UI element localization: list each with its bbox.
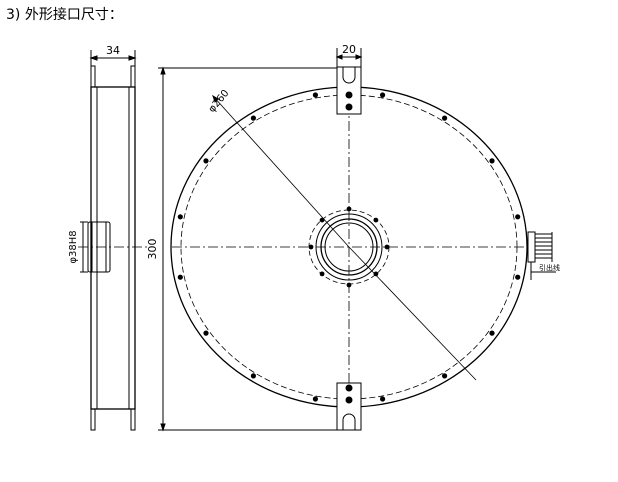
bolt-hole: [250, 115, 256, 121]
hub-bolt: [373, 217, 379, 223]
side-width-dimension: 34: [106, 44, 120, 57]
cable-label: 引出线: [539, 263, 560, 272]
hub-bolt: [308, 244, 314, 250]
top-bracket: [336, 66, 362, 115]
hub-bolt: [346, 206, 352, 212]
hub-bolt: [346, 282, 352, 288]
bolt-circle-dimension: φ260: [207, 88, 232, 115]
bolt-hole: [489, 158, 495, 164]
bolt-hole: [250, 373, 256, 379]
bolt-hole: [515, 214, 521, 220]
bolt-hole: [515, 274, 521, 280]
page-title: 3) 外形接口尺寸：: [6, 7, 123, 23]
bolt-hole: [177, 214, 183, 220]
bolt-hole: [312, 92, 318, 98]
hub-bolt: [373, 271, 379, 277]
bolt-holes: [177, 92, 521, 402]
bolt-hole: [442, 115, 448, 121]
bolt-hole: [312, 396, 318, 402]
bottom-bracket: [336, 382, 362, 431]
bolt-hole: [203, 158, 209, 164]
bolt-hole: [177, 274, 183, 280]
bolt-hole: [380, 92, 386, 98]
bolt-hole: [380, 396, 386, 402]
bracket-width-dimension-lines: [335, 48, 363, 67]
hub-bolts: [308, 206, 390, 288]
front-view: [170, 85, 528, 430]
cable-connector: [527, 231, 556, 280]
bracket-width-dimension: 20: [342, 43, 356, 56]
bolt-hole: [203, 330, 209, 336]
bolt-hole: [489, 330, 495, 336]
height-dimension-lines: [158, 66, 345, 432]
side-view: [78, 50, 150, 431]
hub-bolt: [319, 217, 325, 223]
overall-height-dimension: 300: [146, 239, 159, 260]
hub-bolt: [319, 271, 325, 277]
hub-bolt: [384, 244, 390, 250]
bore-dimension: φ38H8: [68, 230, 79, 263]
bolt-hole: [442, 373, 448, 379]
